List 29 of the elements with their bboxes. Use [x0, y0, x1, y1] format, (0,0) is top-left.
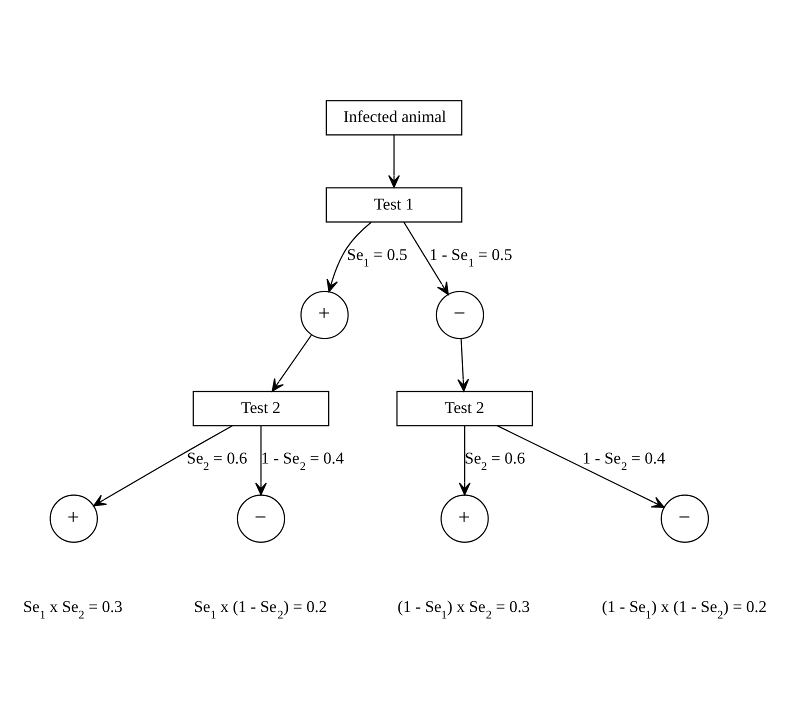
node-label: (1 - Se$_{1}$) x Se$_{2}$ = 0.3	[397, 596, 530, 621]
node-circle: −	[236, 494, 285, 542]
edge-label: Se$_{2}$ = 0.6	[186, 448, 247, 473]
node-circle: +	[440, 494, 488, 542]
node-circle: +	[300, 290, 348, 339]
arrow	[456, 338, 469, 392]
arrow	[388, 134, 400, 188]
arrow	[92, 424, 232, 506]
edge-label: 1 - Se$_{1}$ = 0.5	[428, 244, 512, 269]
arrow	[326, 221, 371, 292]
arrow	[458, 425, 470, 495]
arrow	[254, 425, 266, 495]
edge-label: 1 - Se$_{2}$ = 0.4	[260, 448, 344, 473]
arrow	[496, 424, 664, 508]
node-circle: −	[435, 290, 484, 339]
node-circle: +	[49, 494, 98, 542]
node-circle: −	[660, 494, 708, 542]
arrow	[271, 334, 312, 392]
edge-label: Se$_{2}$ = 0.6	[464, 448, 525, 473]
node-box: Test 2	[396, 390, 532, 426]
node-label: Se$_{1}$ x (1 - Se$_{2}$) = 0.2	[193, 596, 326, 621]
edge-label: Se$_{1}$ = 0.5	[346, 244, 407, 269]
node-box: Test 1	[325, 186, 462, 222]
arrow	[402, 221, 448, 295]
node-box: Test 2	[192, 390, 329, 426]
node-label: (1 - Se$_{1}$) x (1 - Se$_{2}$) = 0.2	[601, 596, 766, 621]
edge-label: 1 - Se$_{2}$ = 0.4	[582, 448, 665, 473]
node-label: Se$_{1}$ x Se$_{2}$ = 0.3	[22, 596, 122, 621]
node-box: Infected animal	[325, 100, 462, 135]
